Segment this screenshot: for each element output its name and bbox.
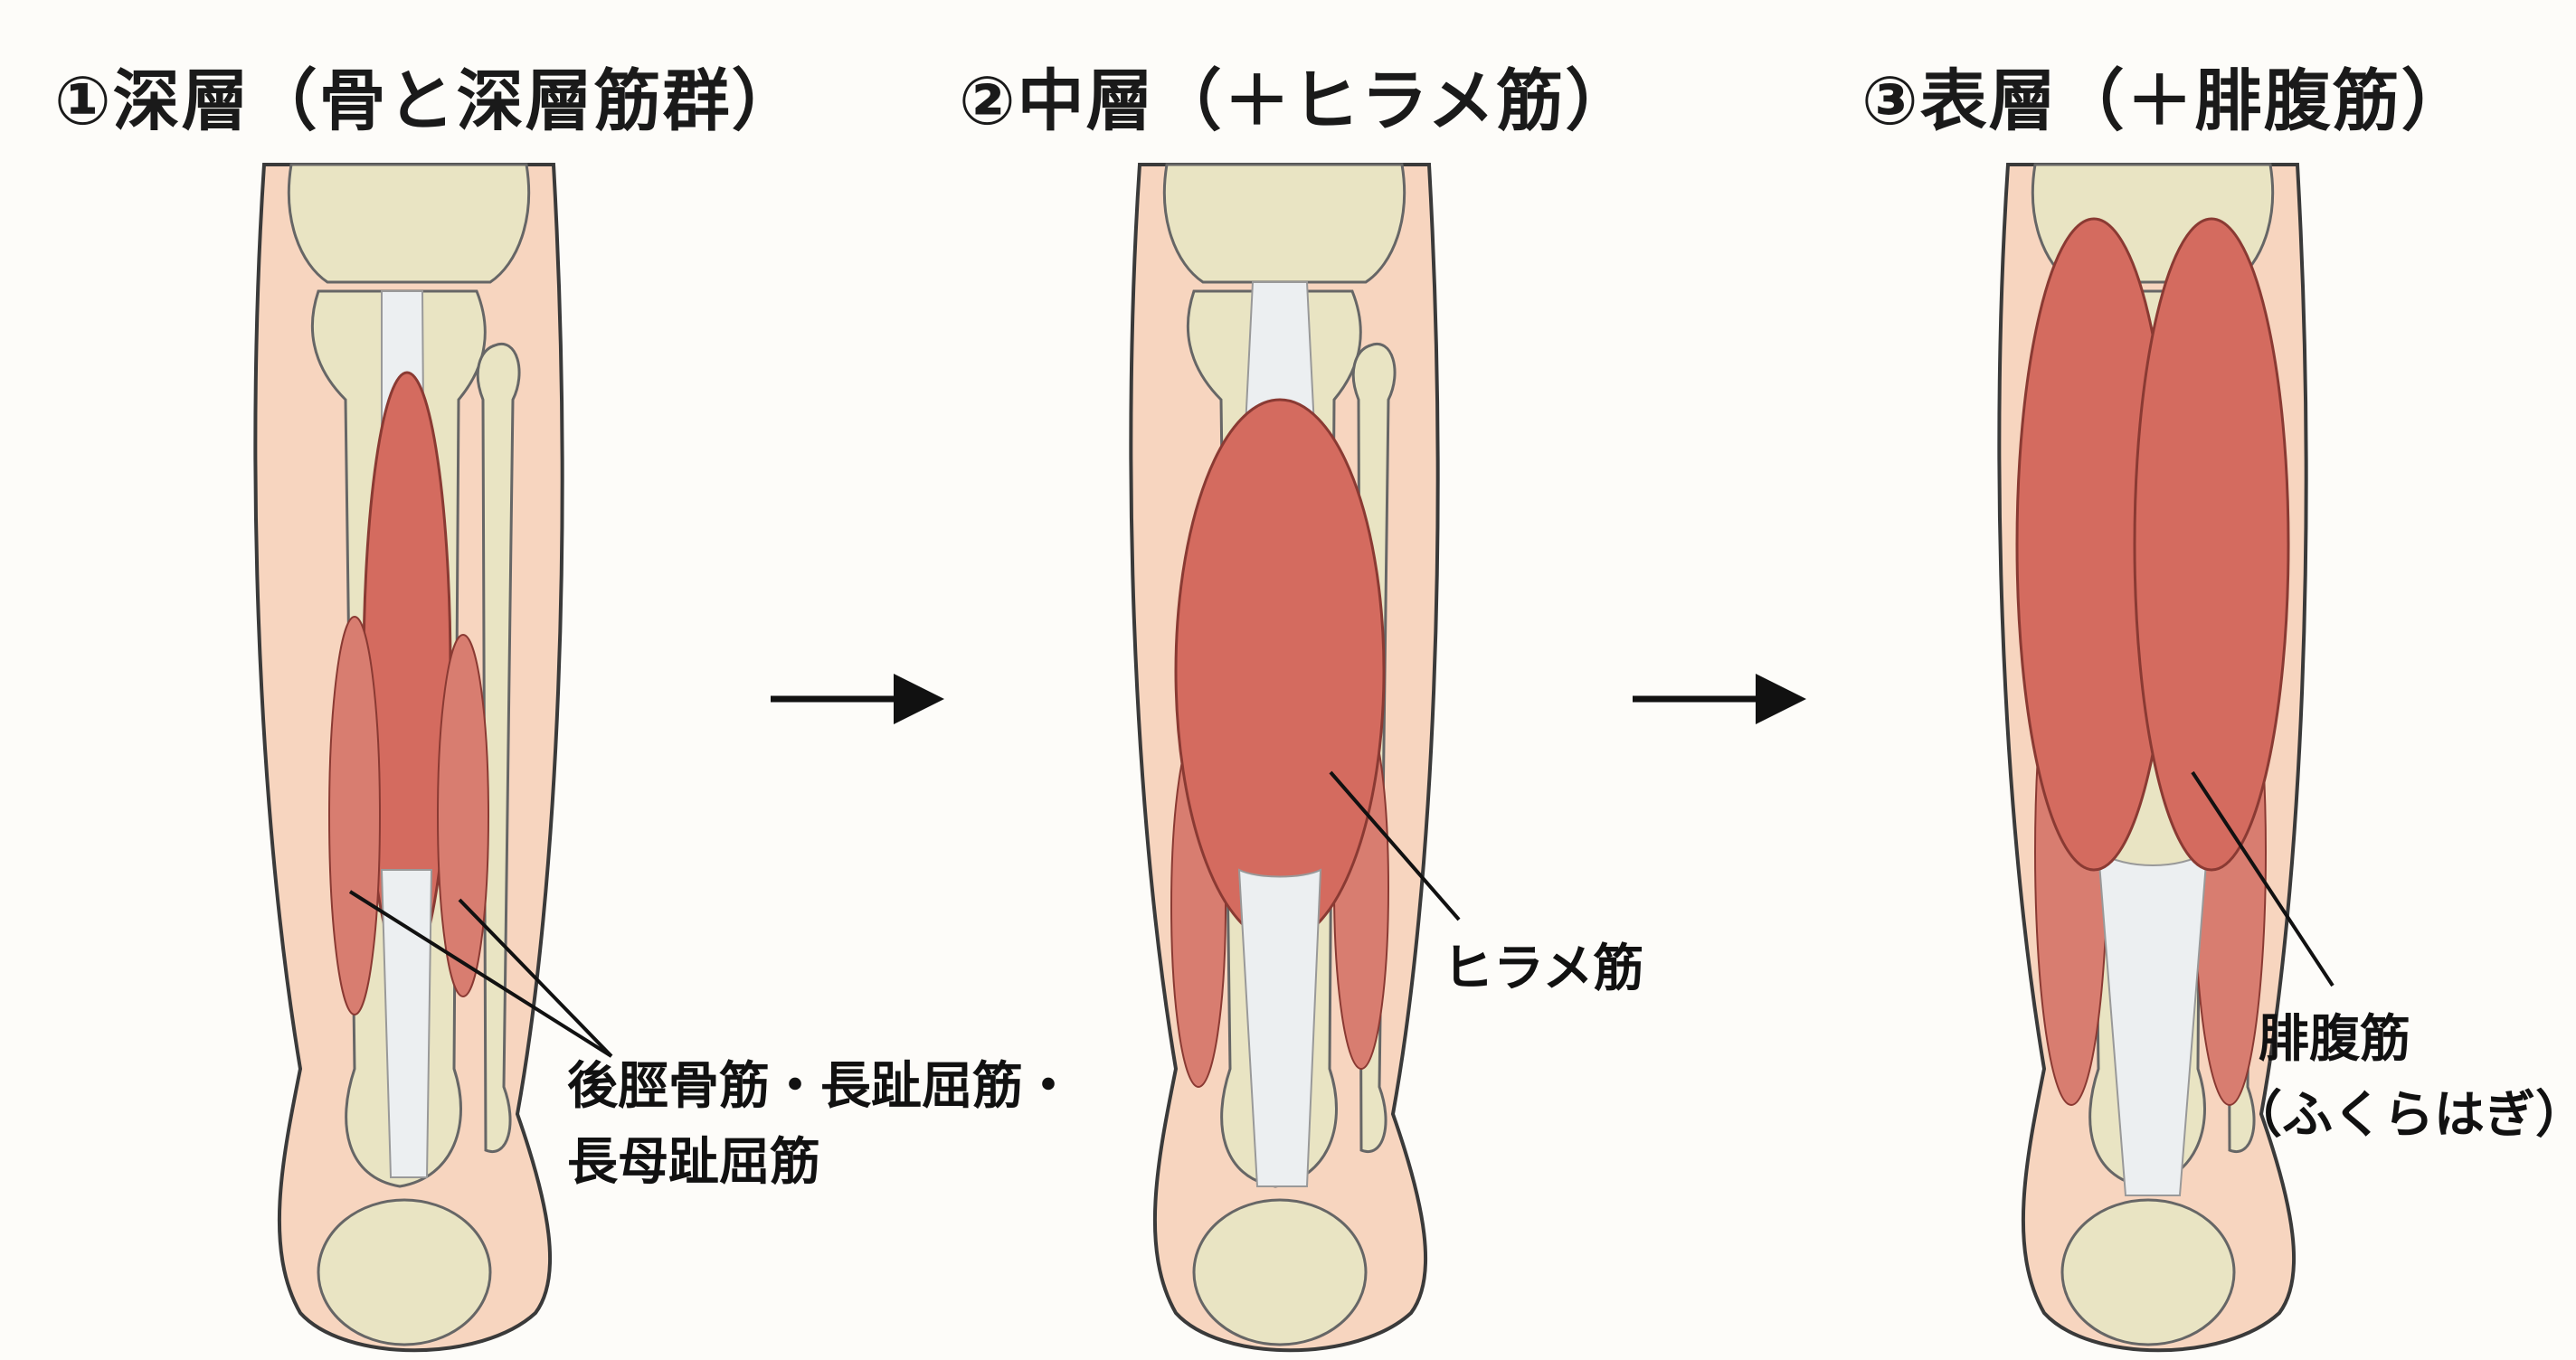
leg-deep-layer bbox=[253, 163, 564, 1353]
panel-title-deep: ①深層（骨と深層筋群） bbox=[54, 62, 800, 140]
leg-middle-layer bbox=[1129, 163, 1440, 1353]
label-line: 後脛骨筋・長趾屈筋・ bbox=[567, 1057, 1074, 1116]
label-line: 長母趾屈筋 bbox=[567, 1133, 820, 1192]
label-soleus: ヒラメ筋 bbox=[1443, 931, 1643, 1007]
panel-title-superficial: ③表層（＋腓腹筋） bbox=[1861, 62, 2470, 140]
label-line: ヒラメ筋 bbox=[1443, 940, 1644, 998]
leg-superficial-layer bbox=[1997, 163, 2308, 1353]
label-deep-muscles: 後脛骨筋・長趾屈筋・ 長母趾屈筋 bbox=[567, 1049, 1074, 1201]
label-line: 腓腹筋 bbox=[2259, 1010, 2410, 1069]
panel-title-middle: ②中層（＋ヒラメ筋） bbox=[959, 62, 1634, 140]
gastrocnemius-lateral-head bbox=[2133, 217, 2290, 872]
leader-lines bbox=[348, 770, 2334, 1058]
soleus-muscle bbox=[1174, 398, 1386, 944]
label-line: （ふくらはぎ） bbox=[2231, 1086, 2576, 1145]
label-gastrocnemius: 腓腹筋 （ふくらはぎ） bbox=[2231, 1002, 2576, 1154]
